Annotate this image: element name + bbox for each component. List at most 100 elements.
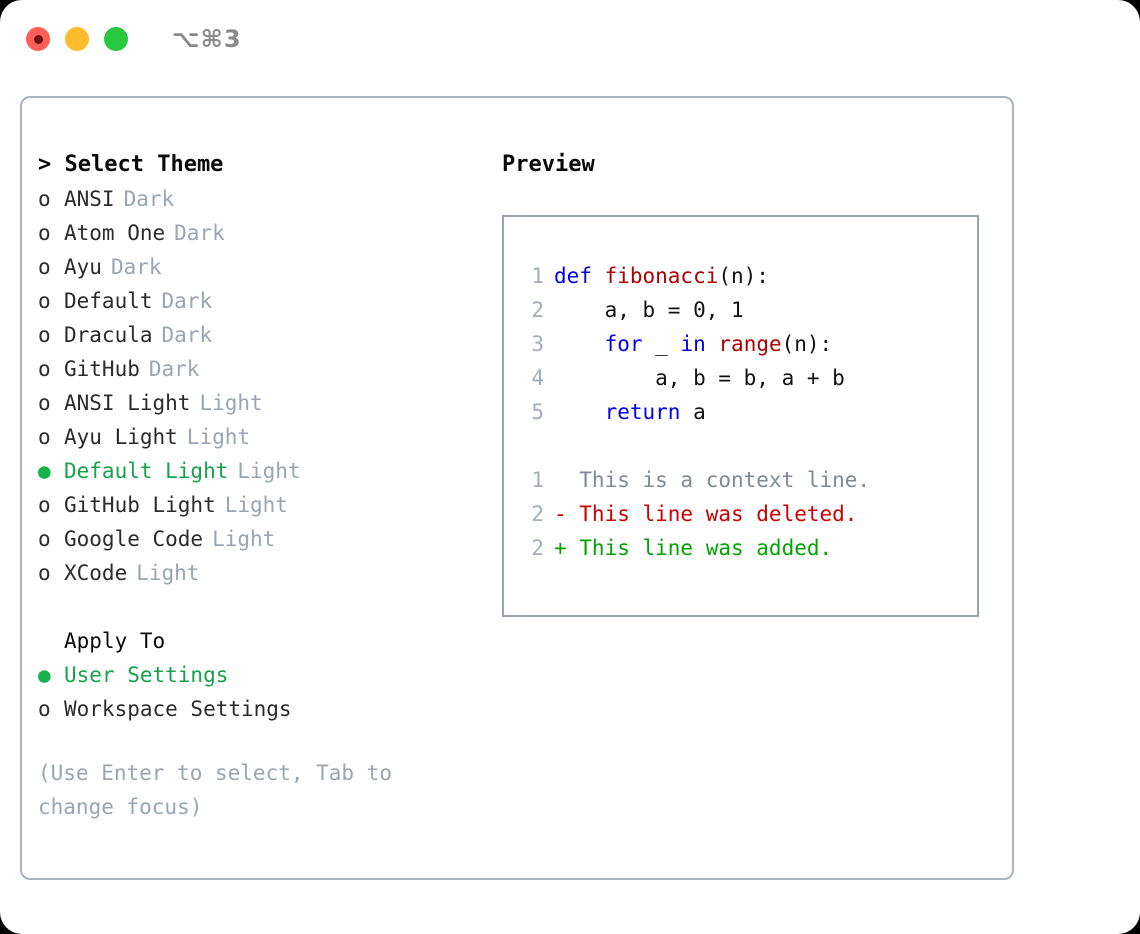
theme-option-label: Dracula — [64, 323, 153, 347]
theme-option-row[interactable]: o ANSI Light Light — [38, 386, 488, 420]
radio-unselected-icon[interactable]: o — [38, 289, 51, 313]
diff-line: 2+ This line was added. — [516, 531, 969, 565]
diff-line: 2 - This line was deleted. — [516, 497, 969, 531]
code-line-content: return a — [554, 395, 706, 429]
code-diff-gap — [516, 429, 969, 463]
code-line: 4 a, b = b, a + b — [516, 361, 969, 395]
radio-selected-icon[interactable]: ● — [38, 459, 51, 483]
code-line: 1 def fibonacci(n): — [516, 259, 969, 293]
theme-option-label: XCode — [64, 561, 128, 585]
theme-option-label: Google Code — [64, 527, 204, 551]
theme-option-row[interactable]: ● Default Light Light — [38, 454, 488, 488]
window-shortcut-label: ⌥⌘3 — [172, 25, 242, 53]
code-token — [706, 332, 719, 356]
keyboard-hint-text: (Use Enter to select, Tab to change focu… — [38, 761, 393, 819]
theme-option-row[interactable]: o Default Dark — [38, 284, 488, 318]
radio-unselected-icon[interactable]: o — [38, 221, 51, 245]
code-token: _ — [642, 332, 681, 356]
theme-option-label: Default Light — [64, 459, 229, 483]
theme-option-row[interactable]: o Ayu Dark — [38, 250, 488, 284]
code-token: a, b = b, a + b — [554, 366, 845, 390]
code-token: fibonacci — [604, 264, 719, 288]
code-token: (n): — [781, 332, 833, 356]
apply-to-option-row[interactable]: ●User Settings — [38, 658, 488, 692]
close-button[interactable] — [26, 27, 50, 51]
apply-to-header: Apply To — [64, 629, 166, 653]
diff-line: 1 This is a context line. — [516, 463, 969, 497]
theme-option-label: GitHub — [64, 357, 140, 381]
code-line-content: a, b = 0, 1 — [554, 293, 744, 327]
list-spacer — [38, 590, 488, 624]
code-token: (n): — [718, 264, 769, 288]
theme-option-tag: Light — [186, 425, 251, 449]
code-token: range — [718, 332, 782, 356]
theme-option-tag: Light — [212, 527, 276, 551]
theme-option-tag: Dark — [148, 357, 200, 381]
line-number: 1 — [531, 264, 544, 288]
radio-unselected-icon[interactable]: o — [38, 323, 51, 347]
theme-option-row[interactable]: o Google Code Light — [38, 522, 488, 556]
radio-unselected-icon[interactable]: o — [38, 697, 51, 721]
theme-option-row[interactable]: o GitHub Light Light — [38, 488, 488, 522]
code-token: a, b = 0, 1 — [554, 298, 744, 322]
radio-selected-icon[interactable]: ● — [38, 663, 51, 687]
theme-option-tag: Dark — [174, 221, 225, 245]
code-token: return — [604, 400, 681, 424]
theme-option-label: Ayu — [64, 255, 102, 279]
theme-option-row[interactable]: o GitHub Dark — [38, 352, 488, 386]
line-number: 4 — [531, 366, 544, 390]
diff-block: 1 This is a context line. 2 - This line wa… — [516, 463, 969, 565]
traffic-light-group — [26, 27, 128, 51]
code-line-content: def fibonacci(n): — [554, 259, 769, 293]
theme-option-tag: Dark — [123, 187, 175, 211]
code-token — [554, 400, 605, 424]
preview-title: Preview — [502, 152, 595, 177]
code-token: def — [554, 264, 605, 288]
code-token: for — [604, 332, 643, 356]
code-line: 2 a, b = 0, 1 — [516, 293, 969, 327]
code-line: 5 return a — [516, 395, 969, 429]
line-number: 2 — [531, 536, 544, 560]
diff-line-text: - This line was deleted. — [554, 502, 858, 526]
radio-unselected-icon[interactable]: o — [38, 527, 51, 551]
radio-unselected-icon[interactable]: o — [38, 561, 51, 585]
radio-unselected-icon[interactable]: o — [38, 391, 51, 415]
theme-option-tag: Light — [237, 459, 301, 483]
theme-option-label: Default — [64, 289, 153, 313]
maximize-button[interactable] — [104, 27, 128, 51]
theme-option-tag: Light — [199, 391, 263, 415]
minimize-button[interactable] — [65, 27, 89, 51]
theme-option-tag: Light — [224, 493, 288, 517]
theme-option-label: GitHub Light — [64, 493, 216, 517]
radio-unselected-icon[interactable]: o — [38, 187, 51, 211]
code-token — [554, 332, 605, 356]
radio-unselected-icon[interactable]: o — [38, 255, 51, 279]
radio-unselected-icon[interactable]: o — [38, 493, 51, 517]
line-number: 5 — [531, 400, 544, 424]
code-token: a — [680, 400, 706, 424]
radio-unselected-icon[interactable]: o — [38, 357, 51, 381]
line-number: 2 — [531, 298, 544, 322]
line-number: 2 — [531, 502, 544, 526]
radio-unselected-icon[interactable]: o — [38, 425, 51, 449]
theme-option-label: ANSI Light — [64, 391, 191, 415]
code-line-content: a, b = b, a + b — [554, 361, 845, 395]
theme-option-tag: Dark — [161, 289, 213, 313]
diff-line-text: This is a context line. — [554, 468, 871, 492]
theme-option-tag: Dark — [110, 255, 162, 279]
